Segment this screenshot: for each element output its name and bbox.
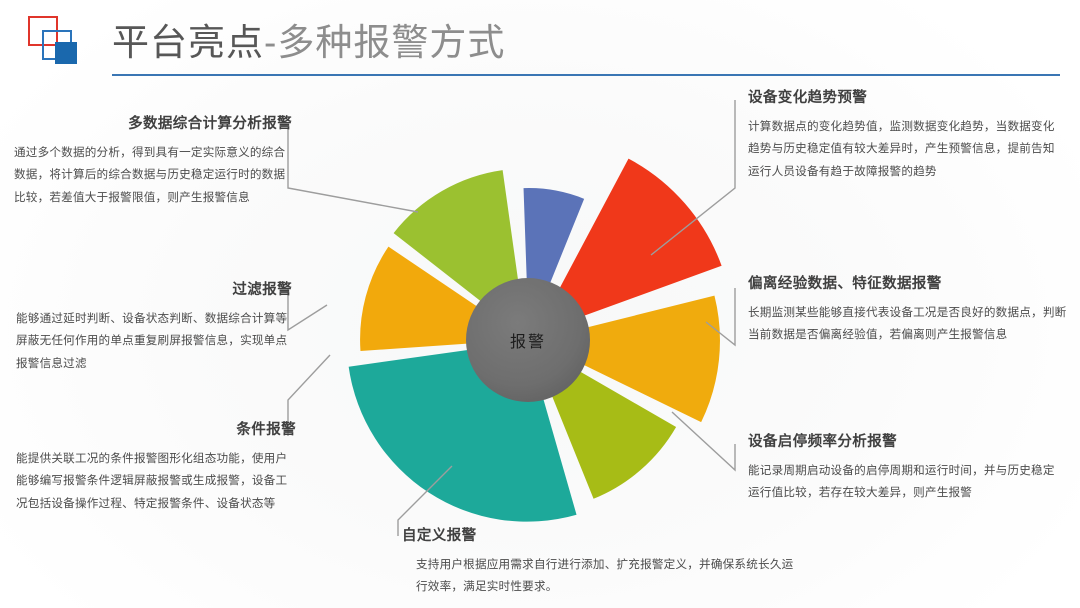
callout-startstop-body: 能记录周期启动设备的启停周期和运行时间，并与历史稳定运行值比较，若存在较大差异，… <box>748 464 1055 500</box>
callout-custom-body: 支持用户根据应用需求自行进行添加、扩充报警定义，并确保系统长久运行效率，满足实时… <box>416 558 794 594</box>
page-title-main: 平台亮点 <box>112 22 264 63</box>
callout-filter-body: 能够通过延时判断、设备状态判断、数据综合计算等屏蔽无任何作用的单点重复刷屏报警信… <box>16 312 288 370</box>
callout-filter: 过滤报警 能够通过延时判断、设备状态判断、数据综合计算等屏蔽无任何作用的单点重复… <box>16 278 292 375</box>
callout-deviation: 偏离经验数据、特征数据报警 长期监测某些能够直接代表设备工况是否良好的数据点，判… <box>748 272 1068 347</box>
page-title: 平台亮点-多种报警方式 <box>112 12 505 66</box>
three-squares-logo-icon <box>26 16 84 68</box>
callout-condition-body: 能提供关联工况的条件报警图形化组态功能，使用户能够编写报警条件逻辑屏蔽报警或生成… <box>16 452 288 510</box>
callout-deviation-body: 长期监测某些能够直接代表设备工况是否良好的数据点，判断当前数据是否偏离经验值，若… <box>748 306 1067 342</box>
wedge-condition[interactable]: 条件报警 <box>360 246 502 352</box>
callout-custom-title: 自定义报警 <box>402 528 477 544</box>
callout-condition: 条件报警 能提供关联工况的条件报警图形化组态功能，使用户能够编写报警条件逻辑屏蔽… <box>16 418 296 515</box>
wedge-filter[interactable]: 过滤报警 <box>393 170 522 319</box>
page-header: 平台亮点-多种报警方式 <box>0 0 1080 82</box>
alarm-radial-diagram: 设备变化趋势预警偏离经验数据、特征数据报警设备启停频率分析报警自定义报警 条件报警… <box>288 130 768 550</box>
callout-trend-body: 计算数据点的变化趋势值，监测数据变化趋势，当数据变化趋势与历史稳定值有较大差异时… <box>748 120 1055 178</box>
callout-deviation-title: 偏离经验数据、特征数据报警 <box>748 276 942 292</box>
diagram-hub <box>466 278 590 402</box>
header-divider <box>112 74 1060 76</box>
wedge-multidata[interactable]: 多数据综合计算分析报警 <box>523 188 585 309</box>
page-title-sub: -多种报警方式 <box>264 22 506 63</box>
callout-filter-title: 过滤报警 <box>232 282 292 298</box>
callout-custom: 自定义报警 支持用户根据应用需求自行进行添加、扩充报警定义，并确保系统长久运行效… <box>402 524 802 599</box>
callout-multidata-title: 多数据综合计算分析报警 <box>128 116 292 132</box>
logo-square-blue-solid <box>55 42 77 64</box>
callout-trend-title: 设备变化趋势预警 <box>748 90 868 106</box>
wedge-startstop[interactable]: 设备启停频率分析报警 <box>541 358 677 499</box>
callout-condition-title: 条件报警 <box>236 422 296 438</box>
callout-trend: 设备变化趋势预警 计算数据点的变化趋势值，监测数据变化趋势，当数据变化趋势与历史… <box>748 86 1066 183</box>
wedge-deviation[interactable]: 偏离经验数据、特征数据报警 <box>560 295 720 423</box>
wedge-trend[interactable]: 设备变化趋势预警 <box>549 158 722 324</box>
callout-multidata-body: 通过多个数据的分析，得到具有一定实际意义的综合数据，将计算后的综合数据与历史稳定… <box>14 146 286 204</box>
callout-multidata: 多数据综合计算分析报警 通过多个数据的分析，得到具有一定实际意义的综合数据，将计… <box>14 112 292 209</box>
callout-startstop-title: 设备启停频率分析报警 <box>748 434 897 450</box>
wedge-chart-svg: 设备变化趋势预警偏离经验数据、特征数据报警设备启停频率分析报警自定义报警条件报警… <box>348 158 722 522</box>
callout-startstop: 设备启停频率分析报警 能记录周期启动设备的启停周期和运行时间，并与历史稳定运行值… <box>748 430 1066 505</box>
